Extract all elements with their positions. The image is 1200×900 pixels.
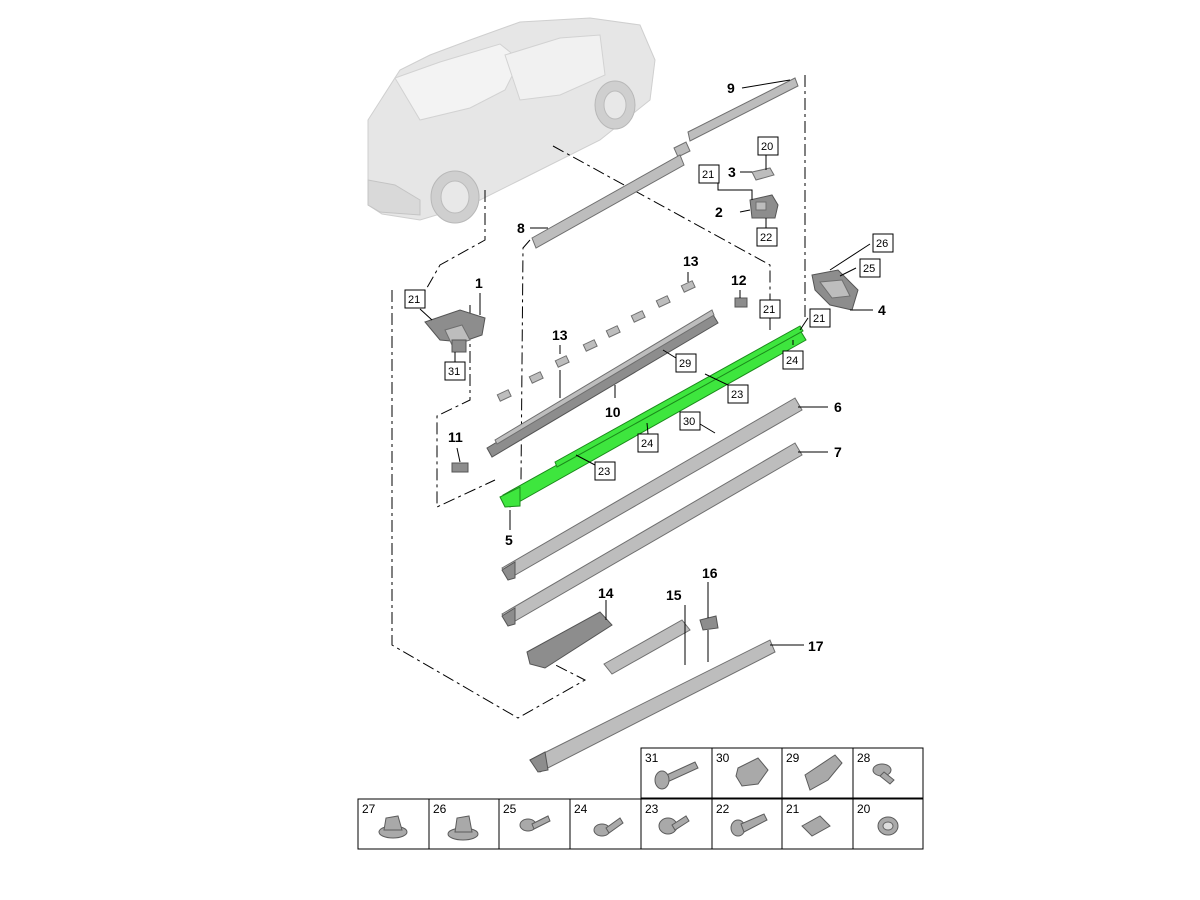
table-ref-23: 23	[645, 802, 659, 816]
ref-26: 26	[876, 238, 888, 250]
part-11-clip	[451, 462, 469, 473]
vehicle-illustration	[367, 17, 656, 224]
table-ref-25: 25	[503, 802, 517, 816]
ref-24: 24	[786, 355, 798, 367]
part-3-clip	[751, 167, 775, 181]
clip-21-icon	[801, 815, 831, 837]
part-2-bracket	[749, 194, 779, 219]
screw-25-icon	[519, 815, 551, 832]
callout-17: 17	[808, 638, 824, 654]
part-5-highlighted-trim[interactable]	[499, 325, 807, 508]
screw-23-icon	[658, 815, 690, 835]
callout-7: 7	[834, 444, 842, 460]
part-7-sill-cover	[501, 442, 803, 627]
table-ref-20: 20	[857, 802, 871, 816]
callout-8: 8	[517, 220, 525, 236]
callout-13-lower: 13	[552, 327, 568, 343]
part-8-trim-strip	[531, 154, 685, 249]
part-6-sill-cover	[501, 397, 803, 581]
table-ref-21: 21	[786, 802, 800, 816]
part-17-reinforcement	[529, 639, 776, 773]
ref-24: 24	[641, 438, 653, 450]
callout-3: 3	[728, 164, 736, 180]
nut-27-icon	[378, 815, 408, 839]
part-15-bracket	[603, 619, 691, 675]
callout-16: 16	[702, 565, 718, 581]
ref-21: 21	[813, 313, 825, 325]
ref-20: 20	[761, 141, 773, 153]
part-10-rail	[486, 309, 719, 458]
bolt-22-icon	[730, 813, 768, 837]
part-12-clip	[734, 297, 748, 308]
table-ref-28: 28	[857, 751, 871, 765]
nut-26-icon	[447, 815, 479, 841]
ref-25: 25	[863, 263, 875, 275]
part-16-clip	[699, 615, 719, 631]
bracket-29-icon	[804, 754, 843, 791]
ref-30: 30	[683, 416, 695, 428]
table-ref-26: 26	[433, 802, 447, 816]
leader-lines	[419, 79, 873, 665]
table-ref-29: 29	[786, 751, 800, 765]
bolt-31-icon	[654, 761, 699, 790]
ref-22: 22	[760, 232, 772, 244]
callout-6: 6	[834, 399, 842, 415]
ref-21: 21	[763, 304, 775, 316]
table-ref-22: 22	[716, 802, 730, 816]
callout-13-upper: 13	[683, 253, 699, 269]
callout-15: 15	[666, 587, 682, 603]
table-ref-31: 31	[645, 751, 659, 765]
part-14-energy-absorber	[526, 611, 613, 669]
ref-23: 23	[731, 389, 743, 401]
callouts: 9 8 3 2 4 1 12 13 13 10 11 5 6 7 14 15 1…	[448, 80, 886, 654]
callout-9: 9	[727, 80, 735, 96]
fastener-table: 31 30 29 28 27 26 25 24 23 22 21 20	[357, 747, 924, 850]
part-13-clips	[496, 280, 696, 402]
ref-29: 29	[679, 358, 691, 370]
callout-12: 12	[731, 272, 747, 288]
boxed-refs: 20 21 22 26 25 21 21 24 21 31 29 23 30 2…	[404, 136, 894, 481]
ref-21: 21	[702, 169, 714, 181]
callout-5[interactable]: 5	[505, 532, 513, 548]
part-9-trim-strip	[673, 77, 799, 158]
nut-20-icon	[877, 816, 899, 836]
callout-14: 14	[598, 585, 614, 601]
callout-10: 10	[605, 404, 621, 420]
callout-2: 2	[715, 204, 723, 220]
callout-4: 4	[878, 302, 886, 318]
ref-31: 31	[448, 366, 460, 378]
ref-23: 23	[598, 466, 610, 478]
callout-11: 11	[448, 429, 463, 445]
table-ref-24: 24	[574, 802, 588, 816]
table-ref-30: 30	[716, 751, 730, 765]
screw-28-icon	[872, 763, 895, 785]
callout-1: 1	[475, 275, 483, 291]
clip-30-icon	[735, 757, 769, 787]
table-ref-27: 27	[362, 802, 376, 816]
part-4-bracket	[811, 269, 859, 311]
part-1-bracket	[424, 309, 486, 353]
screw-24-icon	[593, 817, 624, 837]
ref-21: 21	[408, 294, 420, 306]
